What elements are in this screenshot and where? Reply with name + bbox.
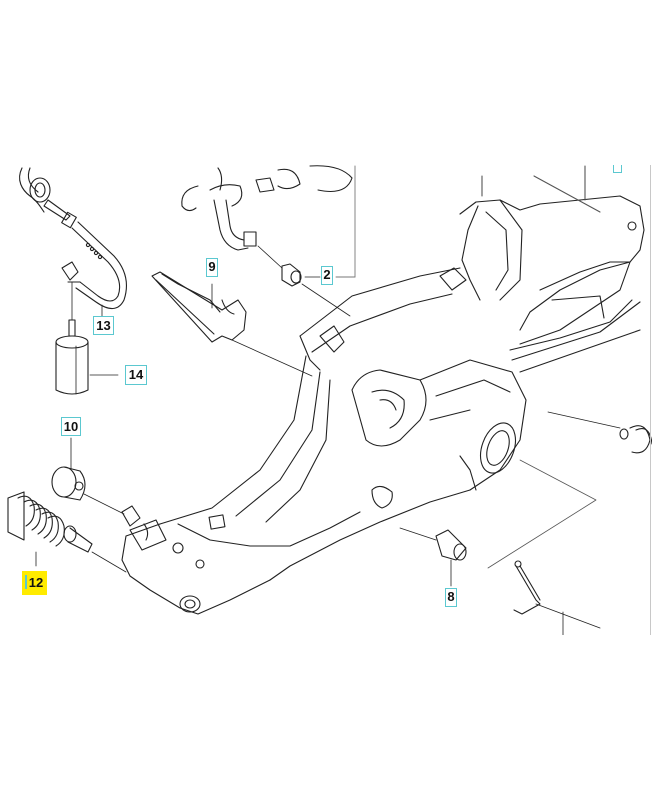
rubber-buffer-part-10	[51, 437, 125, 515]
parts-diagram	[0, 165, 652, 635]
right-spring-part	[547, 411, 652, 454]
frame-border	[650, 165, 651, 635]
callout-partial-top-right[interactable]	[613, 165, 622, 173]
fuel-hose-part	[19, 167, 127, 321]
callout-13[interactable]: 13	[93, 316, 114, 335]
av-spring-part	[7, 491, 127, 573]
cover-part	[151, 271, 313, 377]
impulse-hose-part	[181, 165, 356, 317]
callout-10[interactable]: 10	[61, 417, 81, 436]
callout-12-highlighted[interactable]: 12	[22, 571, 47, 595]
callout-8[interactable]: 8	[445, 588, 457, 607]
throttle-rod-part	[513, 560, 601, 635]
callout-2[interactable]: 2	[321, 266, 333, 285]
rubber-buffer-part-8	[399, 527, 467, 587]
exploded-view-drawing	[7, 165, 652, 635]
callout-9[interactable]: 9	[206, 258, 218, 277]
callout-14[interactable]: 14	[125, 365, 147, 385]
crankcase-body	[121, 165, 645, 615]
fuel-filter-part	[55, 319, 119, 395]
